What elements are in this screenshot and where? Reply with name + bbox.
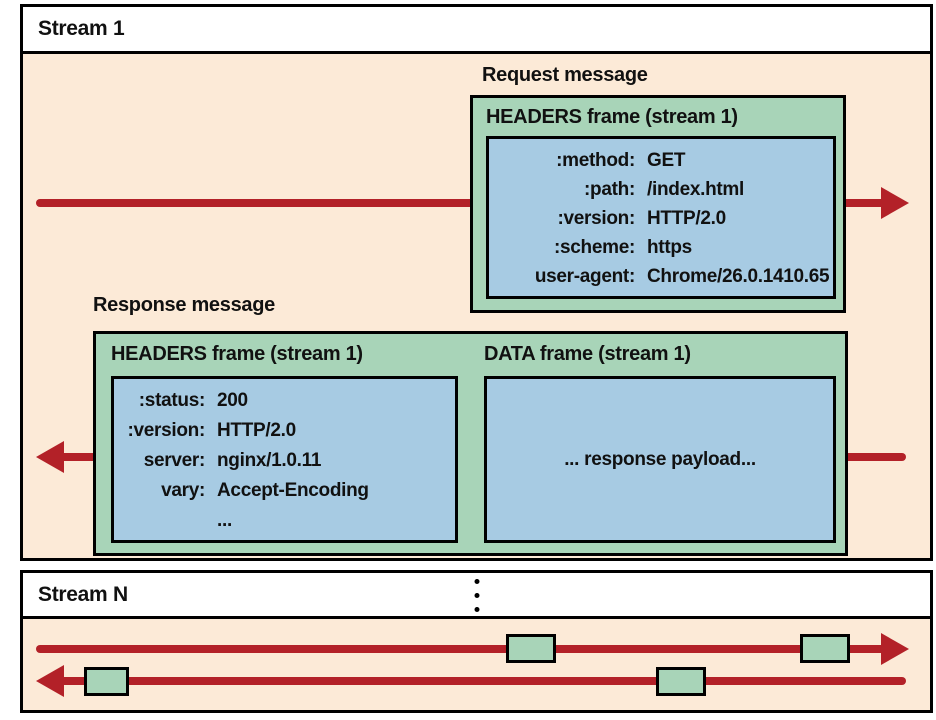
- header-row: ...: [120, 506, 455, 536]
- header-value: /index.html: [647, 179, 744, 200]
- header-row: :status: 200: [120, 386, 455, 416]
- response-data-frame-title: DATA frame (stream 1): [484, 343, 691, 365]
- header-key: :version:: [127, 420, 205, 441]
- header-value: HTTP/2.0: [647, 208, 726, 229]
- header-value: HTTP/2.0: [217, 420, 296, 441]
- response-headers-table: :status: 200 :version: HTTP/2.0 server: …: [111, 376, 458, 543]
- downstream-arrow-shaft: [64, 677, 906, 685]
- header-value: https: [647, 237, 692, 258]
- response-headers-frame-title: HEADERS frame (stream 1): [111, 343, 363, 365]
- upstream-arrow-shaft: [36, 645, 881, 653]
- header-key: user-agent:: [534, 266, 635, 287]
- header-value: ...: [217, 510, 232, 531]
- request-headers-frame: HEADERS frame (stream 1) :method: GET :p…: [470, 95, 846, 313]
- stream-n-label: Stream N: [38, 582, 128, 606]
- header-value: GET: [647, 150, 686, 171]
- header-key: :status:: [138, 390, 206, 411]
- request-headers-table: :method: GET :path: /index.html :version…: [486, 136, 836, 299]
- header-value: Accept-Encoding: [217, 480, 369, 501]
- header-row: server: nginx/1.0.11: [120, 446, 455, 476]
- header-row: :version: HTTP/2.0: [495, 204, 833, 233]
- header-row: user-agent: Chrome/26.0.1410.65: [495, 262, 833, 291]
- header-row: :scheme: https: [495, 233, 833, 262]
- response-message-label: Response message: [93, 294, 275, 316]
- vertical-ellipsis-icon: [474, 579, 479, 612]
- downstream-arrowhead-icon: [36, 665, 64, 697]
- stream-n-traffic-box: [20, 616, 933, 713]
- header-row: vary: Accept-Encoding: [120, 476, 455, 506]
- frame-block: [656, 667, 706, 696]
- response-payload-box: ... response payload...: [484, 376, 836, 543]
- stream-n-header-bar: Stream N: [20, 570, 933, 619]
- header-key: vary:: [161, 480, 205, 501]
- request-message-label: Request message: [482, 64, 648, 86]
- stream-1-header-bar: Stream 1: [20, 4, 933, 54]
- frame-block: [506, 634, 556, 663]
- request-arrow-shaft: [36, 199, 881, 207]
- frame-block: [800, 634, 850, 663]
- header-row: :version: HTTP/2.0: [120, 416, 455, 446]
- header-value: Chrome/26.0.1410.65: [647, 266, 830, 287]
- stream-1-connection-box: Request message HEADERS frame (stream 1)…: [20, 51, 933, 561]
- stream-1-label: Stream 1: [38, 17, 125, 40]
- header-value: 200: [217, 390, 248, 411]
- request-frame-title: HEADERS frame (stream 1): [486, 106, 738, 128]
- response-payload-text: ... response payload...: [564, 448, 756, 470]
- header-key: :method:: [556, 150, 635, 171]
- header-key: [120, 506, 205, 536]
- upstream-arrowhead-icon: [881, 633, 909, 665]
- response-frames-group: HEADERS frame (stream 1) DATA frame (str…: [93, 331, 848, 556]
- header-value: nginx/1.0.11: [217, 450, 322, 471]
- header-row: :path: /index.html: [495, 175, 833, 204]
- header-key: server:: [143, 450, 206, 471]
- request-arrowhead-icon: [881, 187, 909, 219]
- header-key: :scheme:: [553, 237, 635, 258]
- header-key: :path:: [584, 179, 635, 200]
- response-arrowhead-icon: [36, 441, 64, 473]
- frame-block: [84, 667, 129, 696]
- header-key: :version:: [557, 208, 635, 229]
- header-row: :method: GET: [495, 146, 833, 175]
